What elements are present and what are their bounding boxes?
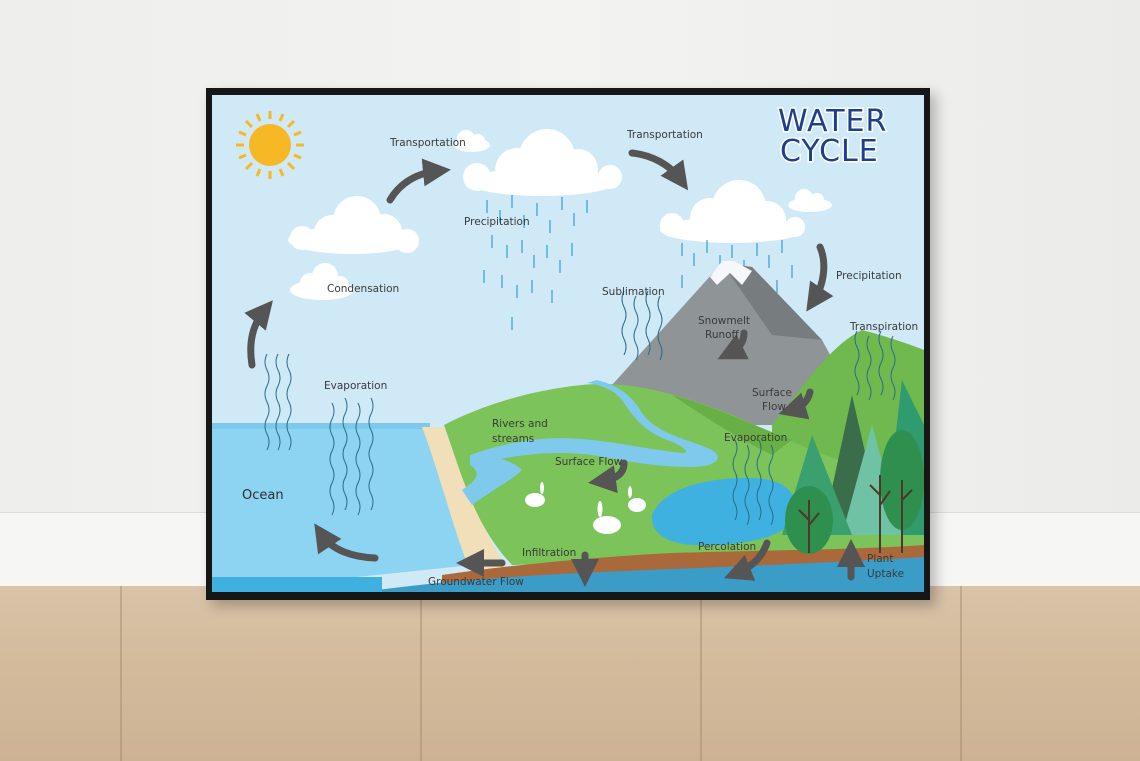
label-transportation-right: Transportation <box>626 129 703 141</box>
label-transpiration: Transpiration <box>849 321 918 333</box>
mountain-shadow <box>722 263 822 340</box>
river-delta <box>462 455 522 505</box>
label-surface-flow-mountain-2: Flow <box>762 401 786 413</box>
beach <box>422 427 512 577</box>
arrow-surface-flow-mountain <box>778 388 814 420</box>
label-rivers-streams-2: streams <box>492 433 534 445</box>
arrow-precipitation-right <box>806 243 834 312</box>
floor-plank-seam <box>120 586 122 761</box>
label-infiltration: Infiltration <box>522 547 576 559</box>
cloud-icon <box>288 196 419 254</box>
ocean-surface <box>212 423 430 429</box>
rabbit-icon <box>628 486 646 512</box>
cloud-icon <box>788 189 832 212</box>
label-rivers-streams-1: Rivers and <box>492 418 548 430</box>
label-evaporation-right: Evaporation <box>724 432 787 444</box>
label-transportation-left: Transportation <box>389 137 466 149</box>
label-precipitation-right: Precipitation <box>836 270 902 282</box>
forest <box>782 380 924 554</box>
cloud-icon <box>454 130 490 152</box>
poster-title-line2: CYCLE <box>780 134 879 169</box>
label-snowmelt-runoff-2: Runoff <box>705 329 740 341</box>
label-snowmelt-runoff-1: Snowmelt <box>698 315 750 327</box>
lake <box>651 477 796 546</box>
ocean <box>212 427 472 592</box>
snow-cap <box>710 261 752 285</box>
cloud-icon <box>290 263 354 300</box>
rabbit-icon <box>525 482 545 507</box>
arrow-snowmelt-runoff <box>717 329 749 360</box>
arrow-transportation-left <box>386 158 451 204</box>
label-plant-uptake-1: Plant <box>867 553 893 565</box>
water-cycle-poster: WATER CYCLE Transportation Transportatio… <box>212 95 924 592</box>
label-ocean: Ocean <box>242 488 284 503</box>
arrow-to-ocean <box>314 523 379 562</box>
cloud-icon <box>463 129 622 196</box>
label-precipitation-left: Precipitation <box>464 216 530 228</box>
rabbit-icon <box>593 501 621 534</box>
arrow-percolation <box>724 539 771 581</box>
floor-plank-seam <box>700 586 702 761</box>
ocean-floor-water <box>212 577 382 592</box>
label-plant-uptake-2: Uptake <box>867 568 904 580</box>
sun-icon <box>236 111 304 179</box>
label-condensation: Condensation <box>327 283 399 295</box>
floor-plank-seam <box>420 586 422 761</box>
evaporation-squiggles <box>264 290 896 526</box>
groundwater <box>362 557 924 592</box>
river <box>470 380 718 467</box>
hill-shade <box>672 395 792 455</box>
cloud-icon <box>660 180 805 243</box>
arrow-transportation-right <box>628 149 689 191</box>
floor-plank-seam <box>960 586 962 761</box>
label-surface-flow-field: Surface Flow <box>555 456 623 468</box>
label-groundwater-flow: Groundwater Flow <box>428 576 524 588</box>
label-surface-flow-mountain-1: Surface <box>752 387 792 399</box>
label-sublimation: Sublimation <box>602 286 665 298</box>
poster-title-line1: WATER <box>778 104 887 139</box>
wooden-floor <box>0 586 1140 761</box>
label-evaporation-left: Evaporation <box>324 380 387 392</box>
label-percolation: Percolation <box>698 541 756 553</box>
arrow-evaporation-to-condensation <box>244 300 273 369</box>
arrow-surface-flow-field <box>588 459 628 494</box>
